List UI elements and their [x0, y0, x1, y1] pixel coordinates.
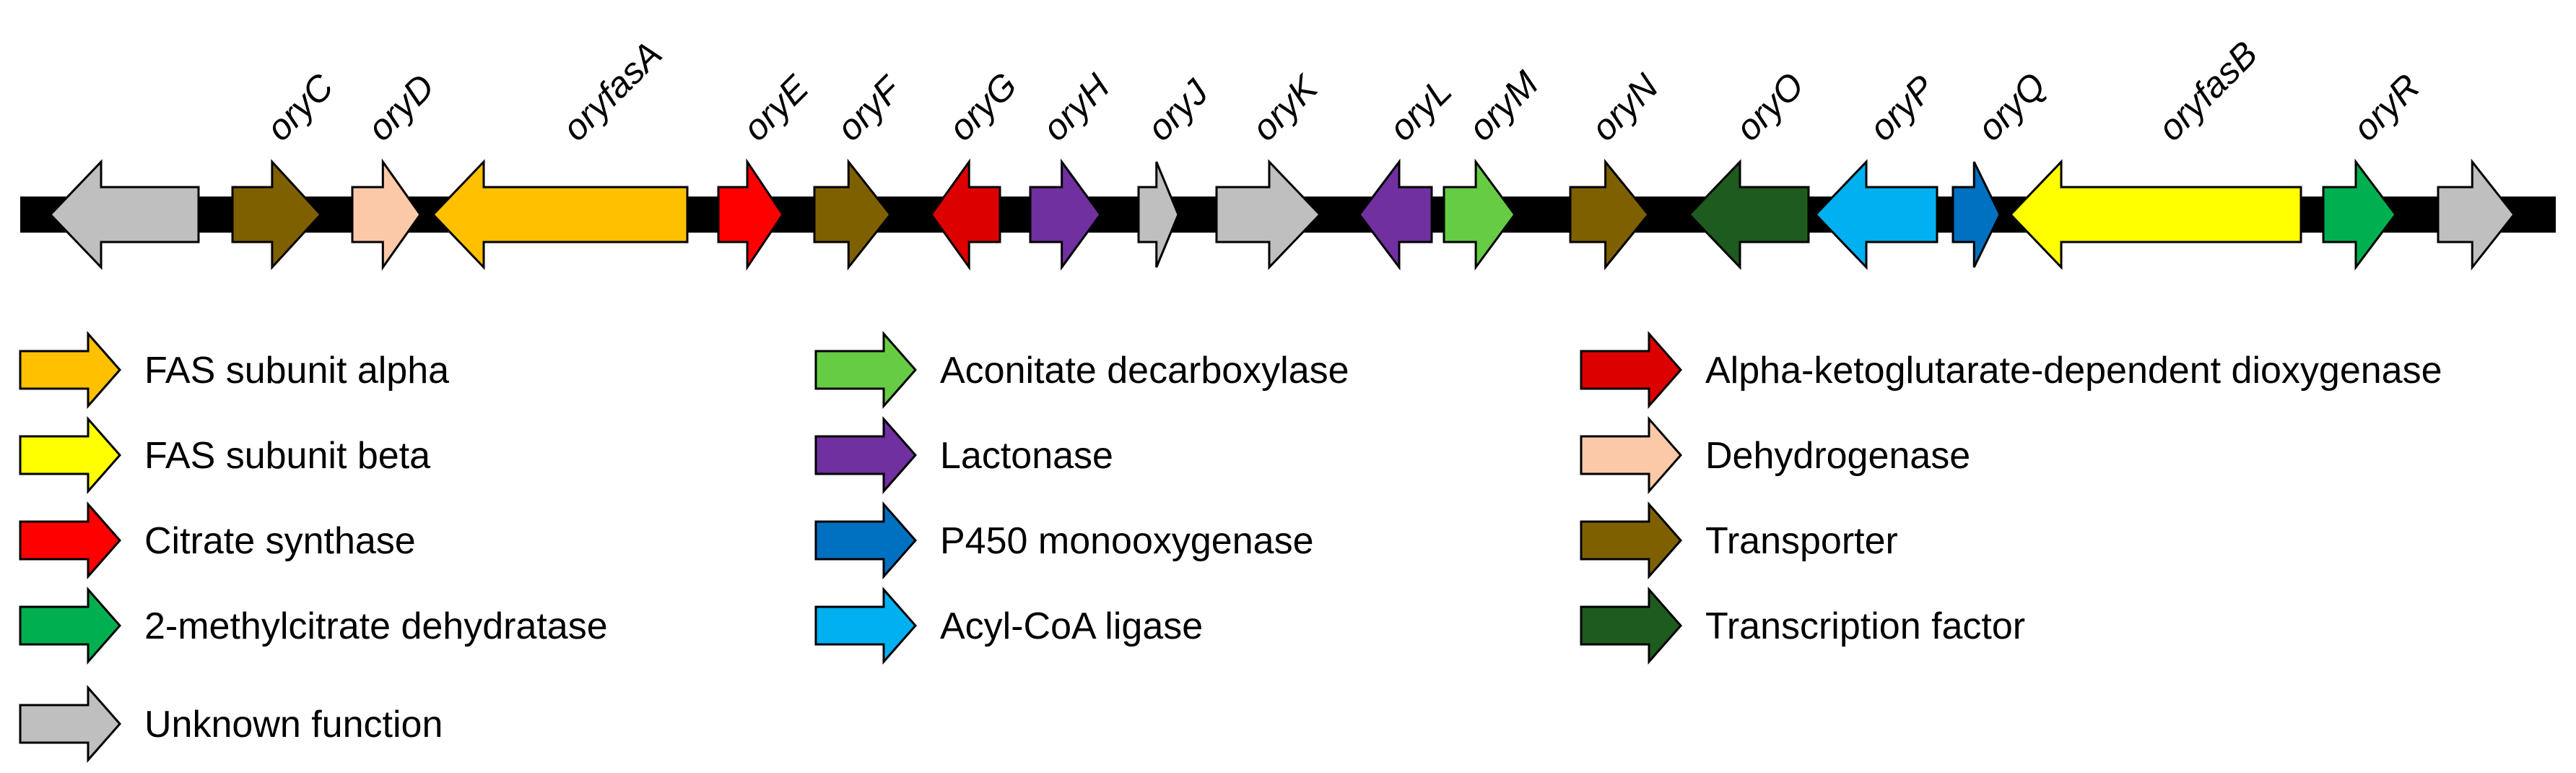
- gene-name-label: oryN: [1583, 66, 1666, 149]
- gene-arrow: [1443, 158, 1516, 271]
- gene-oryN: oryN: [1569, 66, 1666, 271]
- gene-oryfasA: oryfasA: [431, 33, 689, 270]
- gene-oryR: oryR: [2322, 66, 2427, 271]
- gene-name-label: oryC: [258, 66, 341, 149]
- legend-label: Transcription factor: [1705, 605, 2025, 647]
- gene-oryF: oryF: [813, 68, 910, 271]
- legend-label: Lactonase: [940, 435, 1113, 477]
- gene-name-label: oryR: [2345, 66, 2427, 149]
- gene-oryfasB: oryfasB: [2009, 33, 2302, 270]
- legend-swatch-arrow: [814, 331, 917, 409]
- gene-oryM: oryM: [1443, 63, 1546, 271]
- gene-name-label: oryF: [829, 68, 910, 149]
- legend-label: FAS subunit beta: [144, 435, 430, 477]
- legend-item-akg: Alpha-ketoglutarate-dependent dioxygenas…: [1580, 331, 2442, 409]
- gene-arrow: [1029, 158, 1102, 271]
- legend-swatch-arrow: [19, 685, 121, 763]
- gene-name-label: oryH: [1035, 66, 1118, 149]
- gene-arrow: [1137, 161, 1180, 268]
- legend-label: Dehydrogenase: [1705, 435, 1970, 477]
- gene-arrow: [1358, 158, 1433, 271]
- gene-name-label: oryK: [1244, 66, 1326, 149]
- legend-item-dehydro: Dehydrogenase: [1580, 416, 1970, 494]
- legend-item-methylcit: 2-methylcitrate dehydratase: [19, 587, 608, 665]
- gene-name-label: oryG: [941, 65, 1024, 149]
- legend-swatch-arrow: [814, 416, 917, 494]
- gene-name-label: oryL: [1381, 70, 1459, 148]
- gene-oryD: oryD: [351, 66, 442, 271]
- gene-name-label: oryJ: [1139, 72, 1217, 149]
- gene-oryJ: oryJ: [1137, 72, 1217, 268]
- legend-label: P450 monooxygenase: [940, 520, 1314, 562]
- legend-label: 2-methylcitrate dehydratase: [144, 605, 608, 647]
- legend-label: Transporter: [1705, 520, 1898, 562]
- legend-swatch-arrow: [1580, 587, 1682, 665]
- legend-item-acylcoa: Acyl-CoA ligase: [814, 587, 1203, 665]
- gene-arrow: [813, 158, 892, 271]
- gene-name-label: oryD: [360, 66, 442, 149]
- gene-arrow: [1687, 159, 1810, 270]
- gene-name-label: oryM: [1461, 63, 1546, 148]
- gene-arrow: [2322, 158, 2397, 271]
- legend-item-lactonase: Lactonase: [814, 416, 1113, 494]
- gene-arrow: [717, 158, 784, 271]
- legend-item-aconitate: Aconitate decarboxylase: [814, 331, 1349, 409]
- legend-item-p450: P450 monooxygenase: [814, 501, 1314, 579]
- legend-swatch-arrow: [19, 331, 121, 409]
- gene-name-label: oryfasA: [554, 33, 669, 148]
- gene-arrow: [1569, 158, 1650, 271]
- legend-swatch-arrow: [1580, 416, 1682, 494]
- gene-oryH: oryH: [1029, 66, 1118, 271]
- legend-swatch-arrow: [1580, 501, 1682, 579]
- legend-swatch-arrow: [19, 501, 121, 579]
- gene-arrow: [1814, 159, 1938, 270]
- legend-swatch-arrow: [19, 587, 121, 665]
- legend-swatch-arrow: [1580, 331, 1682, 409]
- gene-name-label: oryP: [1861, 67, 1943, 149]
- legend-swatch-arrow: [19, 416, 121, 494]
- legend-item-transporter: Transporter: [1580, 501, 1898, 579]
- legend-item-citrate: Citrate synthase: [19, 501, 416, 579]
- legend-swatch-arrow: [814, 501, 917, 579]
- gene-oryK: oryK: [1215, 66, 1326, 270]
- gene-arrow: [351, 158, 422, 271]
- legend-swatch-arrow: [814, 587, 917, 665]
- gene-oryC: oryC: [231, 66, 341, 270]
- gene-name-label: oryfasB: [2150, 33, 2265, 148]
- gene-arrow: [231, 159, 323, 270]
- gene-arrow: [48, 159, 200, 270]
- legend-label: Acyl-CoA ligase: [940, 605, 1203, 647]
- legend-item-fas_beta: FAS subunit beta: [19, 416, 430, 494]
- gene-arrow: [431, 159, 689, 270]
- gene-name-label: oryO: [1728, 65, 1811, 149]
- gene-oryP: oryP: [1814, 67, 1943, 270]
- gene-name-label: oryE: [735, 67, 817, 149]
- legend-label: Citrate synthase: [144, 520, 416, 562]
- gene-oryE: oryE: [717, 67, 817, 271]
- gene-unnamed-g19: [2437, 158, 2515, 271]
- gene-arrow: [1215, 159, 1322, 270]
- legend-item-tf: Transcription factor: [1580, 587, 2025, 665]
- gene-unnamed-g1: [48, 159, 200, 270]
- legend-item-fas_alpha: FAS subunit alpha: [19, 331, 449, 409]
- legend-item-unknown: Unknown function: [19, 685, 443, 763]
- legend-label: Aconitate decarboxylase: [940, 350, 1349, 392]
- legend-label: Unknown function: [144, 704, 443, 746]
- gene-arrow: [1951, 161, 2001, 268]
- gene-arrow: [2437, 158, 2515, 271]
- gene-name-label: oryQ: [1970, 65, 2053, 149]
- gene-arrow: [930, 158, 1001, 271]
- gene-oryO: oryO: [1687, 65, 1811, 270]
- gene-oryG: oryG: [930, 65, 1024, 271]
- gene-arrow: [2009, 159, 2302, 270]
- legend-label: Alpha-ketoglutarate-dependent dioxygenas…: [1705, 350, 2442, 392]
- legend-label: FAS subunit alpha: [144, 350, 449, 392]
